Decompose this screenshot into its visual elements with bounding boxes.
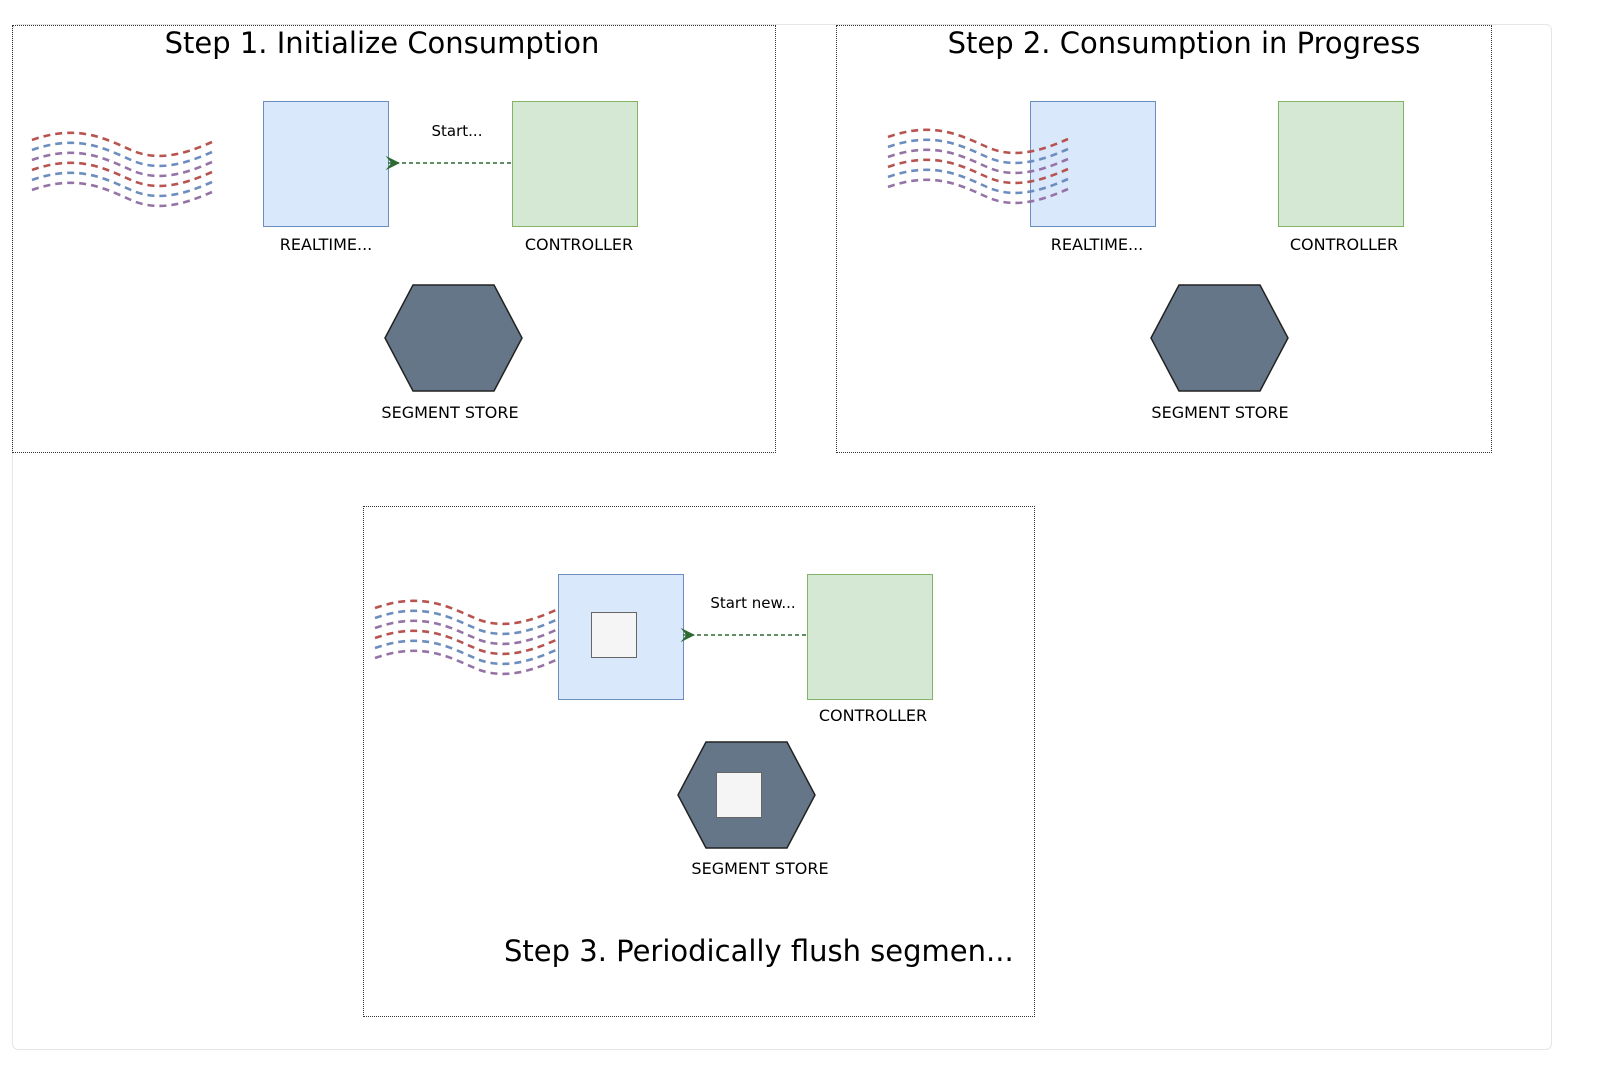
stream-lines-step-2 <box>887 128 1069 205</box>
stream-line <box>887 138 1069 165</box>
stream-line <box>887 168 1069 195</box>
stream-line <box>374 649 557 676</box>
panel-step-1-title: Step 1. Initialize Consumption <box>164 26 600 60</box>
segment-store-hexagon <box>384 284 523 392</box>
consuming-segment-square <box>591 612 637 658</box>
stream-line <box>374 609 557 636</box>
segment-store-label: SEGMENT STORE <box>691 859 829 878</box>
stream-line <box>887 128 1069 155</box>
controller-box <box>1278 101 1404 227</box>
realtime-server-box <box>263 101 389 227</box>
stream-line <box>374 619 557 646</box>
stream-lines-step-1 <box>31 131 213 208</box>
controller-label: CONTROLLER <box>818 706 928 725</box>
stream-line <box>374 629 557 656</box>
stream-line <box>31 141 213 168</box>
start-arrow-label: Start... <box>431 122 483 140</box>
controller-label: CONTROLLER <box>524 235 634 254</box>
stream-line <box>374 599 557 626</box>
stream-line <box>887 178 1069 205</box>
panel-step-3 <box>363 506 1035 1017</box>
realtime-server-box <box>1030 101 1156 227</box>
stream-lines-step-3 <box>374 599 557 676</box>
panel-step-2-title: Step 2. Consumption in Progress <box>947 26 1421 60</box>
stream-line <box>374 639 557 666</box>
panel-step-1 <box>12 25 776 453</box>
controller-box <box>512 101 638 227</box>
panel-step-2 <box>836 25 1492 453</box>
flushed-segment-square <box>716 772 762 818</box>
stream-line <box>887 148 1069 175</box>
stream-line <box>31 181 213 208</box>
stream-line <box>31 161 213 188</box>
stream-line <box>31 151 213 178</box>
controller-label: CONTROLLER <box>1289 235 1399 254</box>
stream-line <box>31 171 213 198</box>
controller-box <box>807 574 933 700</box>
segment-store-label: SEGMENT STORE <box>381 403 519 422</box>
stream-line <box>887 158 1069 185</box>
realtime-server-label: REALTIME... <box>1050 235 1144 254</box>
stream-line <box>31 131 213 158</box>
start-new-arrow-label: Start new... <box>710 594 796 612</box>
realtime-server-label: REALTIME... <box>279 235 373 254</box>
segment-store-label: SEGMENT STORE <box>1151 403 1289 422</box>
segment-store-hexagon <box>1150 284 1289 392</box>
panel-step-3-title: Step 3. Periodically flush segmen... <box>504 934 1014 968</box>
